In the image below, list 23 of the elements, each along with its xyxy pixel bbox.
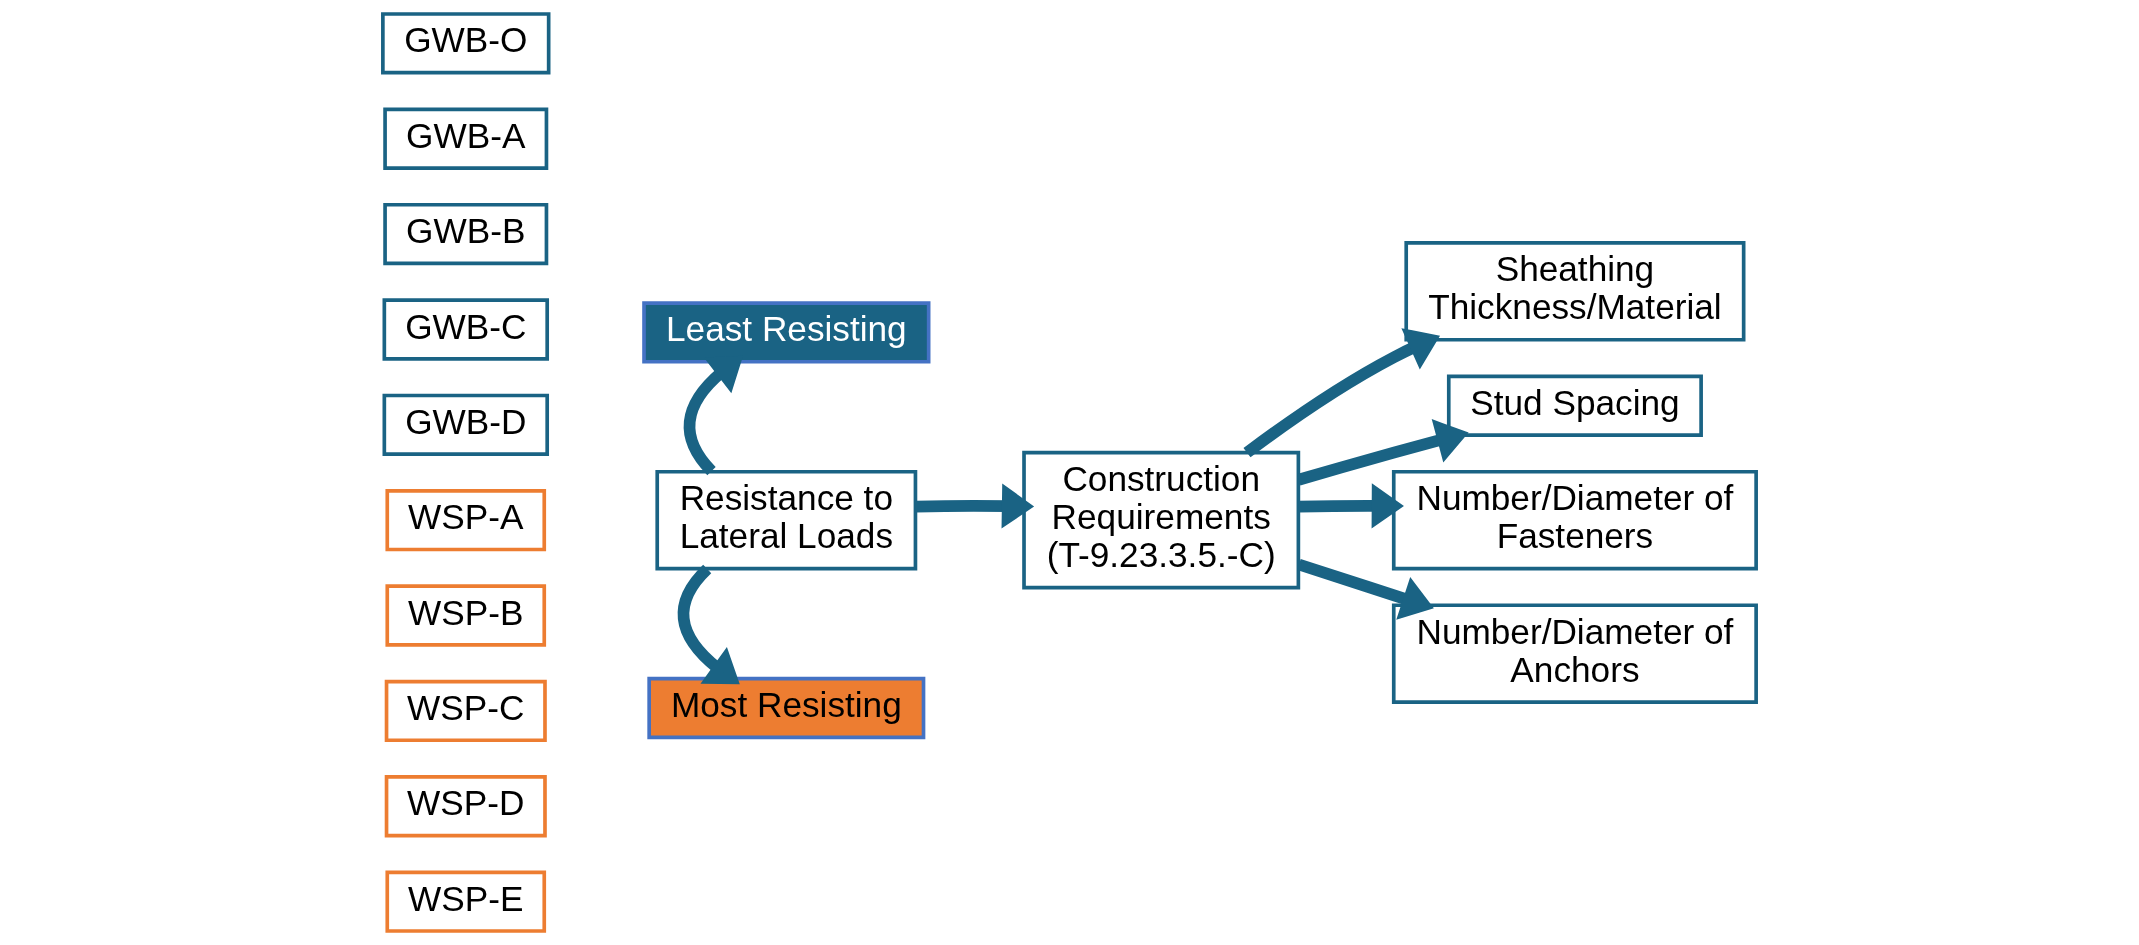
node-box: Construction Requirements (T-9.23.3.5.-C) [1022, 450, 1301, 590]
arrow [1297, 419, 1469, 486]
node-box: WSP-A [385, 489, 547, 552]
node-box: WSP-D [384, 775, 547, 838]
node-box: GWB-O [381, 12, 551, 75]
node-box: Number/Diameter of Anchors [1391, 603, 1758, 704]
arrow [1297, 558, 1434, 620]
arrow [1243, 328, 1441, 458]
node-box: Sheathing Thickness/Material [1404, 241, 1746, 342]
node-box: Least Resisting [642, 301, 931, 364]
node-box: Stud Spacing [1446, 374, 1703, 437]
node-box: WSP-C [384, 679, 547, 743]
node-box: GWB-B [383, 202, 549, 266]
node-box: GWB-A [383, 107, 549, 170]
node-box: GWB-D [382, 393, 550, 456]
node-box: WSP-B [385, 584, 547, 647]
arrow [915, 483, 1035, 529]
node-box: Number/Diameter of Fasteners [1391, 469, 1758, 571]
node-box: Most Resisting [647, 676, 926, 740]
node-box: GWB-C [382, 298, 550, 361]
arrow [1298, 483, 1404, 529]
node-box: WSP-E [385, 870, 547, 933]
node-box: Resistance to Lateral Loads [655, 469, 918, 571]
